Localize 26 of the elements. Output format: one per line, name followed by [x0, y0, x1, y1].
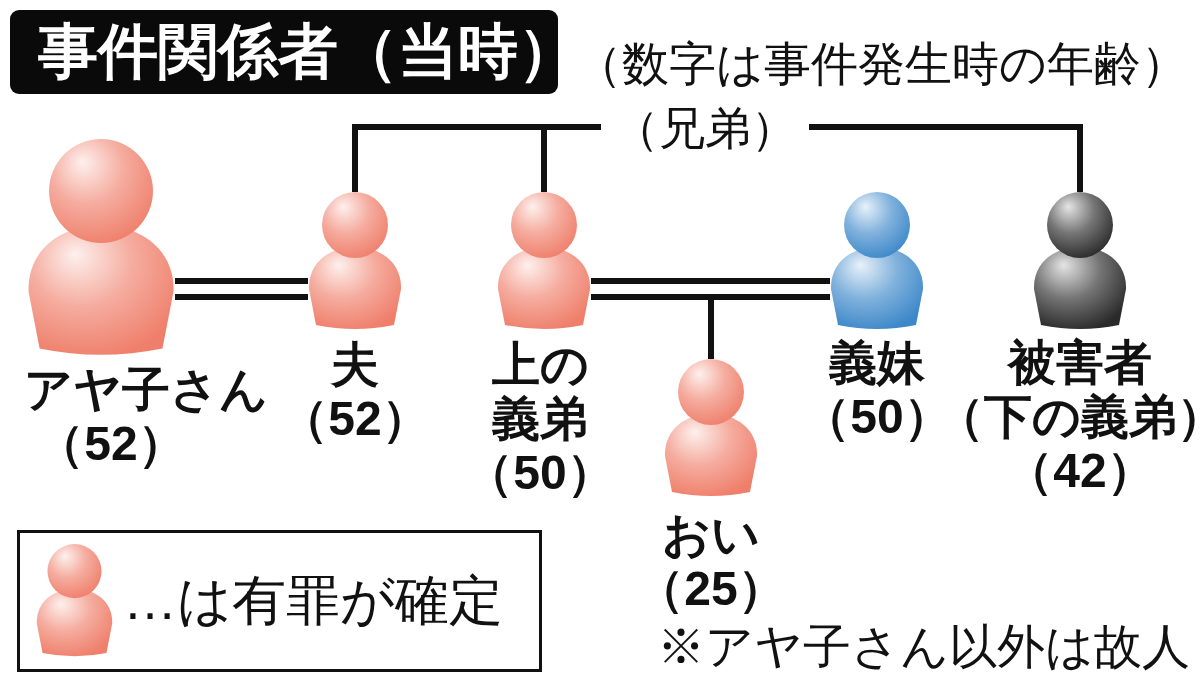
person-caption: 上の義弟: [490, 338, 590, 446]
person-figure: [497, 192, 591, 331]
person-figure: [308, 192, 402, 331]
legend-text: …は有罪が確定: [123, 571, 503, 631]
person-caption: （52）: [36, 417, 186, 471]
person-caption: 夫: [331, 338, 379, 392]
person-caption: （42）: [1005, 444, 1155, 498]
person-caption: （25）: [636, 562, 786, 616]
connector-line: [591, 278, 830, 284]
connector-line: [708, 300, 714, 359]
note-text: （数字は事件発生時の年齢）: [575, 38, 1188, 90]
connector-line: [175, 294, 308, 300]
title: 事件関係者（当時）: [10, 10, 558, 94]
footnote-text: ※アヤ子さん以外は故人: [657, 621, 1190, 674]
person-figure: [664, 359, 758, 498]
connector-line: [591, 294, 830, 300]
person-caption: （52）: [280, 392, 430, 446]
person-figure: [26, 139, 175, 358]
person-figure: [830, 192, 924, 331]
person-caption: 被害者: [1008, 336, 1152, 390]
connector-line: [175, 278, 308, 284]
person-caption: （50）: [465, 446, 615, 500]
person-caption: おい: [662, 508, 760, 562]
person-figure: [1033, 192, 1127, 331]
person-caption: 義妹: [829, 336, 925, 390]
person-caption: アヤ子さん: [24, 363, 268, 417]
